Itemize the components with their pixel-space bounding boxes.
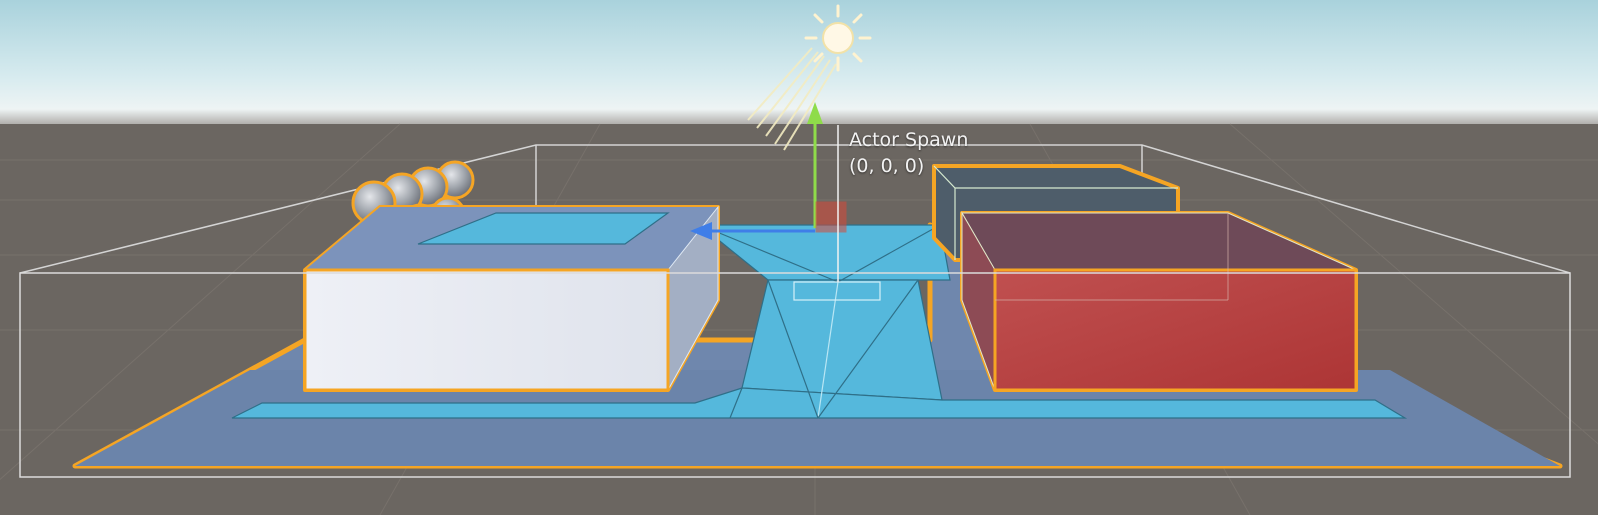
- x-axis-handle[interactable]: [815, 201, 847, 233]
- directional-light-icon[interactable]: [747, 4, 872, 151]
- arrow-up-icon[interactable]: [807, 102, 823, 124]
- white-box[interactable]: [303, 205, 720, 392]
- red-box[interactable]: [960, 211, 1358, 392]
- move-tool-gizmo-icon[interactable]: [690, 102, 847, 240]
- actor-spawn-coordinates: (0, 0, 0): [849, 155, 925, 177]
- bounds-wireframe-front: [19, 272, 1571, 478]
- arrow-left-icon[interactable]: [690, 222, 712, 240]
- skybox: [0, 0, 1598, 140]
- actor-spawn-label: Actor Spawn: [849, 129, 969, 151]
- navmesh: [231, 212, 1408, 419]
